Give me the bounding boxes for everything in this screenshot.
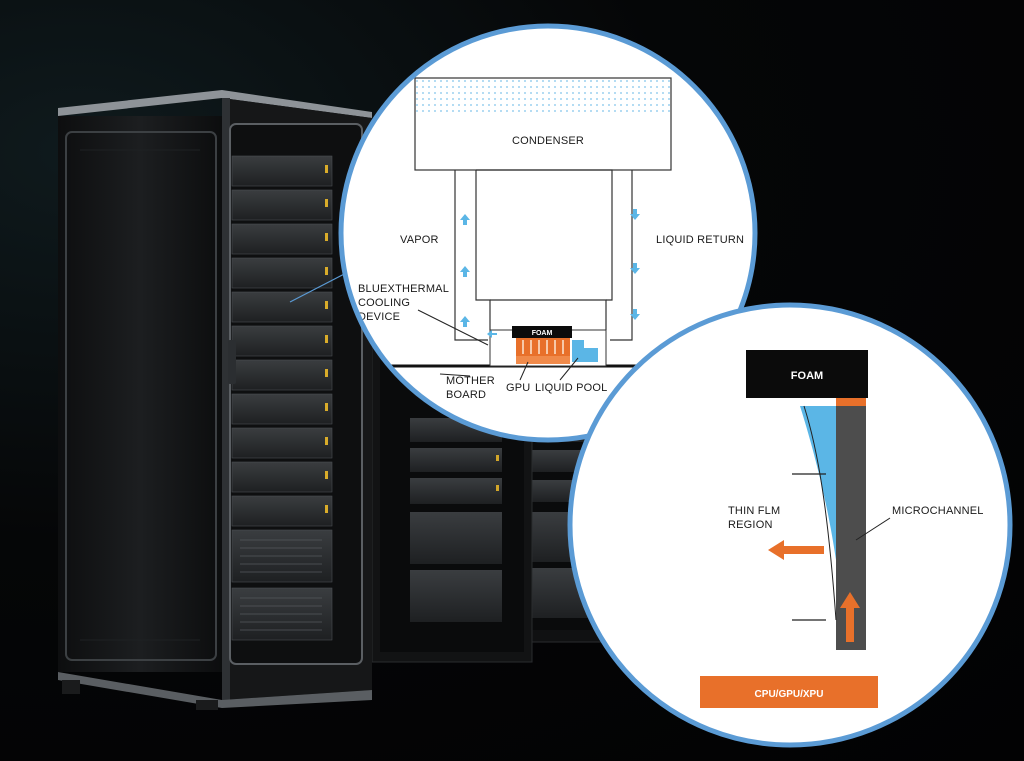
- foam-label-small: FOAM: [532, 330, 553, 337]
- arrow-up-icon: [840, 592, 860, 642]
- foam-block-small: [512, 326, 572, 338]
- microchannel-label: MICROCHANNEL: [892, 505, 984, 517]
- device-label-line1: BLUEXTHERMAL: [358, 283, 449, 295]
- foam-label: FOAM: [791, 370, 823, 382]
- gpu-heat-block: [516, 338, 570, 356]
- device-label-line3: DEVICE: [358, 311, 400, 323]
- condenser-coolant-pattern: [416, 79, 670, 115]
- thin-film-liquid: [800, 406, 836, 560]
- arrow-down-icon: [630, 209, 640, 320]
- top-circle-border: [338, 23, 758, 443]
- thin-film-label-line2: REGION: [728, 519, 773, 531]
- device-label-line2: COOLING: [358, 297, 410, 309]
- liquid-pool-label: LIQUID POOL: [535, 382, 608, 394]
- bottom-circle-border: [567, 302, 1013, 748]
- motherboard-label-line1: MOTHER: [446, 375, 495, 387]
- liquid-return-label: LIQUID RETURN: [656, 234, 744, 246]
- thin-film-label-line1: THIN FLM: [728, 505, 780, 517]
- chip-label: CPU/GPU/XPU: [755, 689, 824, 700]
- foam-block: [746, 350, 868, 398]
- gpu-label: GPU: [506, 382, 530, 394]
- top-detail-circle: CONDENSER VAPOR LIQUID RETURN BLUEXTHERM…: [338, 23, 758, 443]
- bottom-detail-circle: FOAM THIN FLM REGION MICROCHANNEL CPU/GP…: [567, 302, 1013, 748]
- motherboard-label-line2: BOARD: [446, 389, 486, 401]
- chip-block: [700, 676, 878, 708]
- vapor-label: VAPOR: [400, 234, 439, 246]
- arrow-up-icon: [460, 214, 497, 338]
- liquid-pool-fill: [572, 340, 598, 362]
- condenser-label: CONDENSER: [512, 135, 584, 147]
- arrow-left-icon: [768, 540, 824, 560]
- server-rack-main: [58, 90, 372, 710]
- callout-line: [289, 269, 353, 303]
